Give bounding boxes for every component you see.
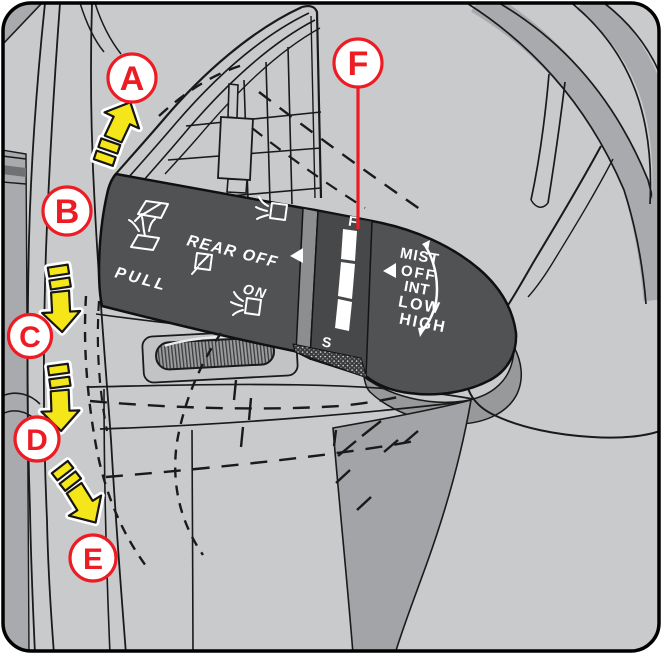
rear-wiper-icon — [191, 252, 213, 275]
steering-wheel-spoke — [530, 73, 566, 208]
door-trim-panel — [3, 3, 43, 651]
wiper-position-labels: MIST OFF INT LOW HIGH — [397, 245, 448, 337]
vent-lattice — [113, 4, 323, 205]
callout-e-label: E — [83, 543, 103, 576]
on-label: ON — [241, 280, 269, 302]
collar-indicator-band — [335, 229, 357, 331]
dial-pointer-icon — [383, 263, 396, 278]
callouts: A B C D E F — [6, 37, 384, 583]
callout-d: D — [13, 415, 61, 463]
dashed-motion-paths — [83, 63, 428, 567]
callout-f-label: F — [348, 45, 369, 83]
front-washer-icon — [128, 216, 160, 251]
rear-washer-icon-top — [255, 196, 288, 221]
callout-d-label: D — [26, 424, 48, 457]
label-mist: MIST — [399, 245, 441, 269]
callout-c: C — [6, 312, 54, 360]
console-wedge — [332, 398, 472, 651]
callout-a: A — [106, 52, 158, 104]
rear-washer-icon-bottom — [230, 291, 262, 316]
knurl-texture — [292, 343, 368, 379]
label-int: INT — [403, 278, 431, 299]
callout-c-label: C — [19, 321, 41, 354]
front-wiper-icon — [134, 200, 169, 222]
callout-e: E — [68, 533, 118, 583]
label-off: OFF — [400, 262, 438, 285]
callout-a-label: A — [120, 60, 145, 98]
rotate-direction-arrow-icon — [418, 240, 439, 337]
callout-b: B — [41, 185, 93, 237]
callout-f: F — [332, 37, 384, 89]
collar-label-fast: F — [347, 212, 358, 229]
callout-b-label: B — [55, 193, 80, 231]
wedge-dashes — [232, 379, 419, 511]
stalk-pointer-icon — [290, 248, 303, 263]
wiper-stalk: F S — [97, 172, 518, 396]
collar-label-slow: S — [321, 333, 333, 350]
